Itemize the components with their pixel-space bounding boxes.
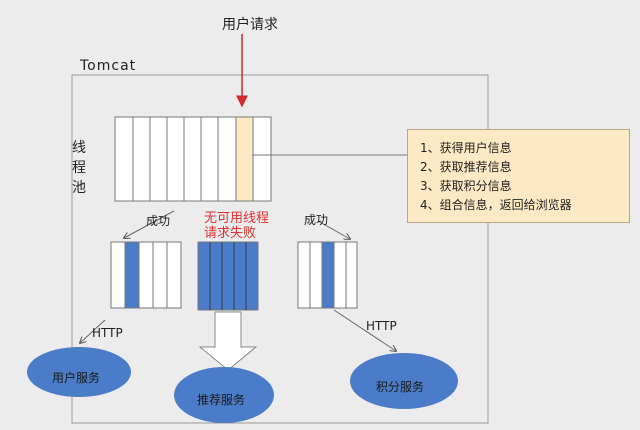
http-right-label: HTTP (366, 319, 397, 333)
success-right-label: 成功 (304, 213, 329, 227)
success-left-label: 成功 (146, 214, 171, 228)
failure-label: 无可用线程 请求失败 (204, 211, 270, 241)
user-service-label: 用户服务 (52, 371, 101, 385)
user-service-node (27, 347, 131, 397)
request-label: 用户请求 (222, 17, 278, 33)
success-right-arrow (317, 220, 350, 239)
recommend-service-threads (197, 241, 259, 311)
http-left-arrow (80, 319, 106, 343)
thread-pool (114, 116, 272, 202)
thread-pool-label: 线程池 (72, 140, 86, 196)
container-label: Tomcat (80, 58, 137, 74)
http-right-arrow (333, 309, 396, 351)
http-left-label: HTTP (92, 326, 123, 340)
blocked-arrow (198, 311, 258, 371)
recommend-service-node (174, 367, 274, 423)
info-step: 2、获取推荐信息 (420, 160, 512, 174)
info-step: 4、组合信息，返回给浏览器 (420, 198, 572, 212)
info-step: 1、获得用户信息 (420, 141, 512, 155)
user-service-threads (110, 241, 182, 309)
recommend-service-label: 推荐服务 (197, 393, 246, 407)
info-step: 3、获取积分信息 (420, 179, 512, 193)
success-left-arrow (124, 210, 175, 238)
tomcat-container (71, 74, 489, 424)
points-service-label: 积分服务 (376, 380, 425, 394)
info-box: 1、获得用户信息 2、获取推荐信息 3、获取积分信息 4、组合信息，返回给浏览器 (407, 129, 630, 223)
points-service-node (350, 353, 458, 409)
active-thread-slot (235, 116, 254, 202)
points-service-threads (297, 241, 358, 309)
